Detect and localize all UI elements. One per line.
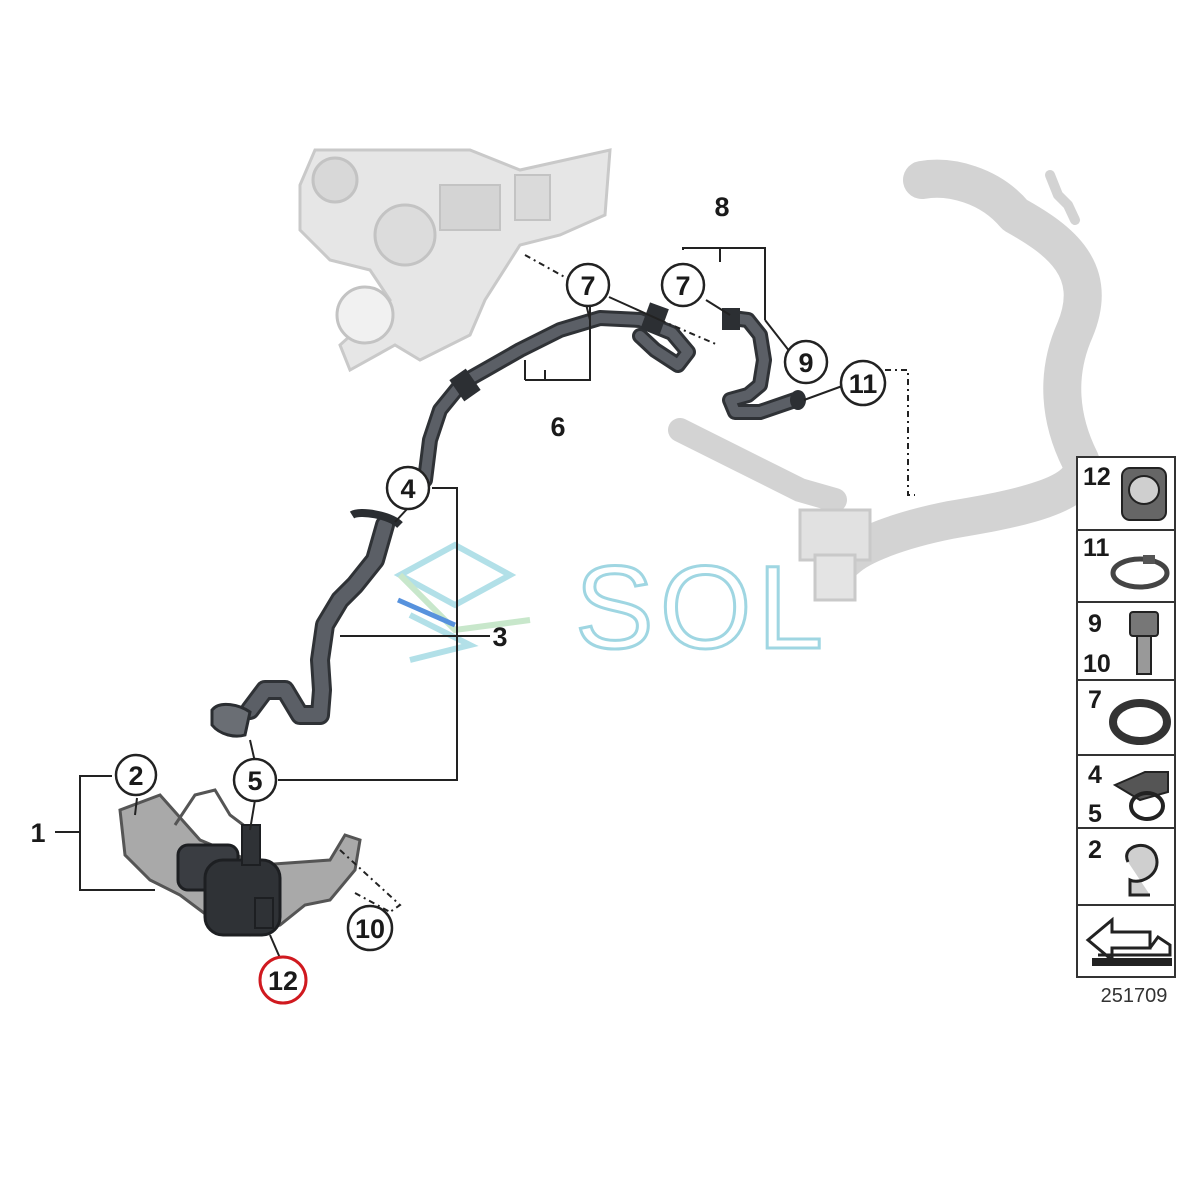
svg-text:2: 2 [128,761,143,791]
svg-text:4: 4 [400,474,415,504]
hose-6 [417,302,696,488]
o-ring-icon [1109,699,1171,745]
bolt-icon [1129,611,1159,675]
legend-number-7: 7 [1088,686,1102,714]
arrow-marker-icon [1085,916,1172,966]
label-6: 6 [550,412,565,442]
figure-number: 251709 [1101,985,1168,1007]
callout-7-turbo: 7 [565,262,611,308]
hose-holder-clip-icon [1112,771,1169,821]
svg-text:5: 5 [247,766,262,796]
turbocharger-ghost [298,148,612,373]
svg-text:7: 7 [675,271,690,301]
callout-11: 11 [839,359,887,407]
svg-text:11: 11 [849,369,878,399]
water-pump-assembly [118,788,362,937]
hose-clamp-icon [1110,555,1170,590]
svg-text:10: 10 [355,914,385,944]
svg-text:7: 7 [580,271,595,301]
spring-clip-icon [1125,844,1159,897]
coolant-pipe-ghost [668,159,1102,602]
legend-number-11: 11 [1083,534,1110,562]
legend-number-5: 5 [1088,800,1102,828]
svg-text:12: 12 [268,966,298,996]
callout-7-hose: 7 [660,262,706,308]
legend-number-4: 4 [1088,761,1102,789]
hose-3 [210,509,403,738]
label-3: 3 [492,622,507,652]
callout-2: 2 [114,753,158,797]
leader-lines [55,247,915,959]
legend-number-10: 10 [1083,650,1111,678]
callout-12-highlighted: 12 [258,955,308,1005]
legend-number-9: 9 [1088,610,1102,638]
watermark-text: SOL [575,542,829,674]
label-8: 8 [714,192,729,222]
legend-number-2: 2 [1088,836,1102,864]
callout-5: 5 [232,757,278,803]
callout-4: 4 [385,465,431,511]
parts-legend: 12 11 9 10 7 4 5 2 [1076,456,1176,1007]
hose-connector-icon [1121,467,1167,521]
callout-9: 9 [783,339,829,385]
svg-text:9: 9 [798,348,813,378]
label-1: 1 [30,818,45,848]
legend-number-12: 12 [1083,463,1111,491]
watermark-logo [393,541,531,663]
callout-10: 10 [346,904,394,952]
